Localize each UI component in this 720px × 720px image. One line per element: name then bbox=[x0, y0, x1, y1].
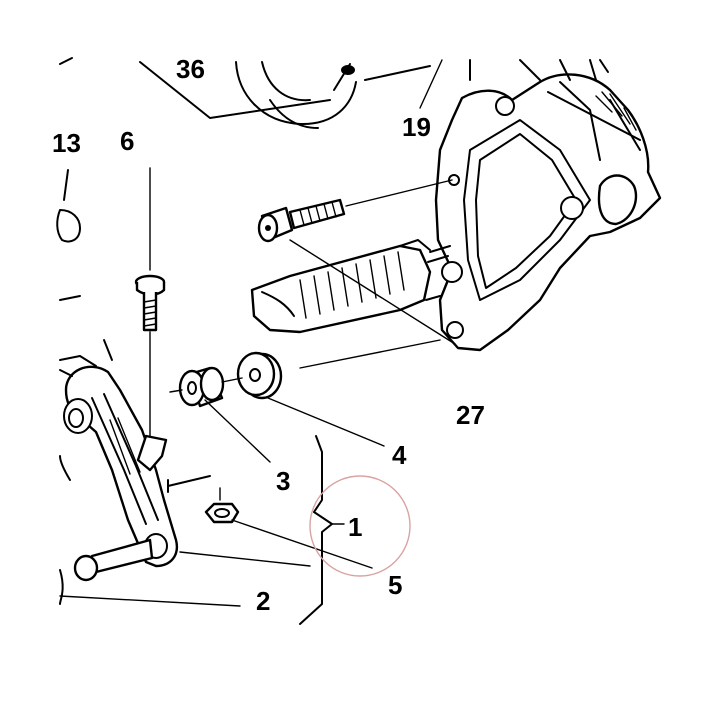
highlight-circle bbox=[309, 475, 411, 577]
leader-19 bbox=[419, 59, 443, 109]
label-13: 13 bbox=[52, 128, 81, 158]
footpeg-rubber bbox=[250, 239, 451, 334]
label-19: 19 bbox=[402, 112, 431, 142]
label-6: 6 bbox=[120, 126, 134, 156]
part-36-housing bbox=[139, 61, 431, 129]
nut-5 bbox=[204, 487, 373, 569]
label-3: 3 bbox=[276, 466, 290, 496]
label-5: 5 bbox=[388, 570, 402, 600]
leader-1-bracket bbox=[299, 435, 333, 625]
leader-2 bbox=[59, 595, 241, 607]
screw-6 bbox=[134, 167, 166, 441]
footrest-bracket bbox=[434, 59, 662, 352]
label-27: 27 bbox=[456, 400, 485, 430]
leader-2b bbox=[179, 551, 311, 567]
left-edge-parts bbox=[56, 57, 81, 243]
label-4: 4 bbox=[392, 440, 407, 470]
washer-4 bbox=[169, 339, 441, 447]
label-2: 2 bbox=[256, 586, 270, 616]
label-36: 36 bbox=[176, 54, 205, 84]
bolt-27 bbox=[257, 179, 456, 345]
lever-arm-2 bbox=[59, 295, 211, 605]
label-1: 1 bbox=[348, 512, 362, 542]
spacer-3 bbox=[178, 366, 271, 463]
